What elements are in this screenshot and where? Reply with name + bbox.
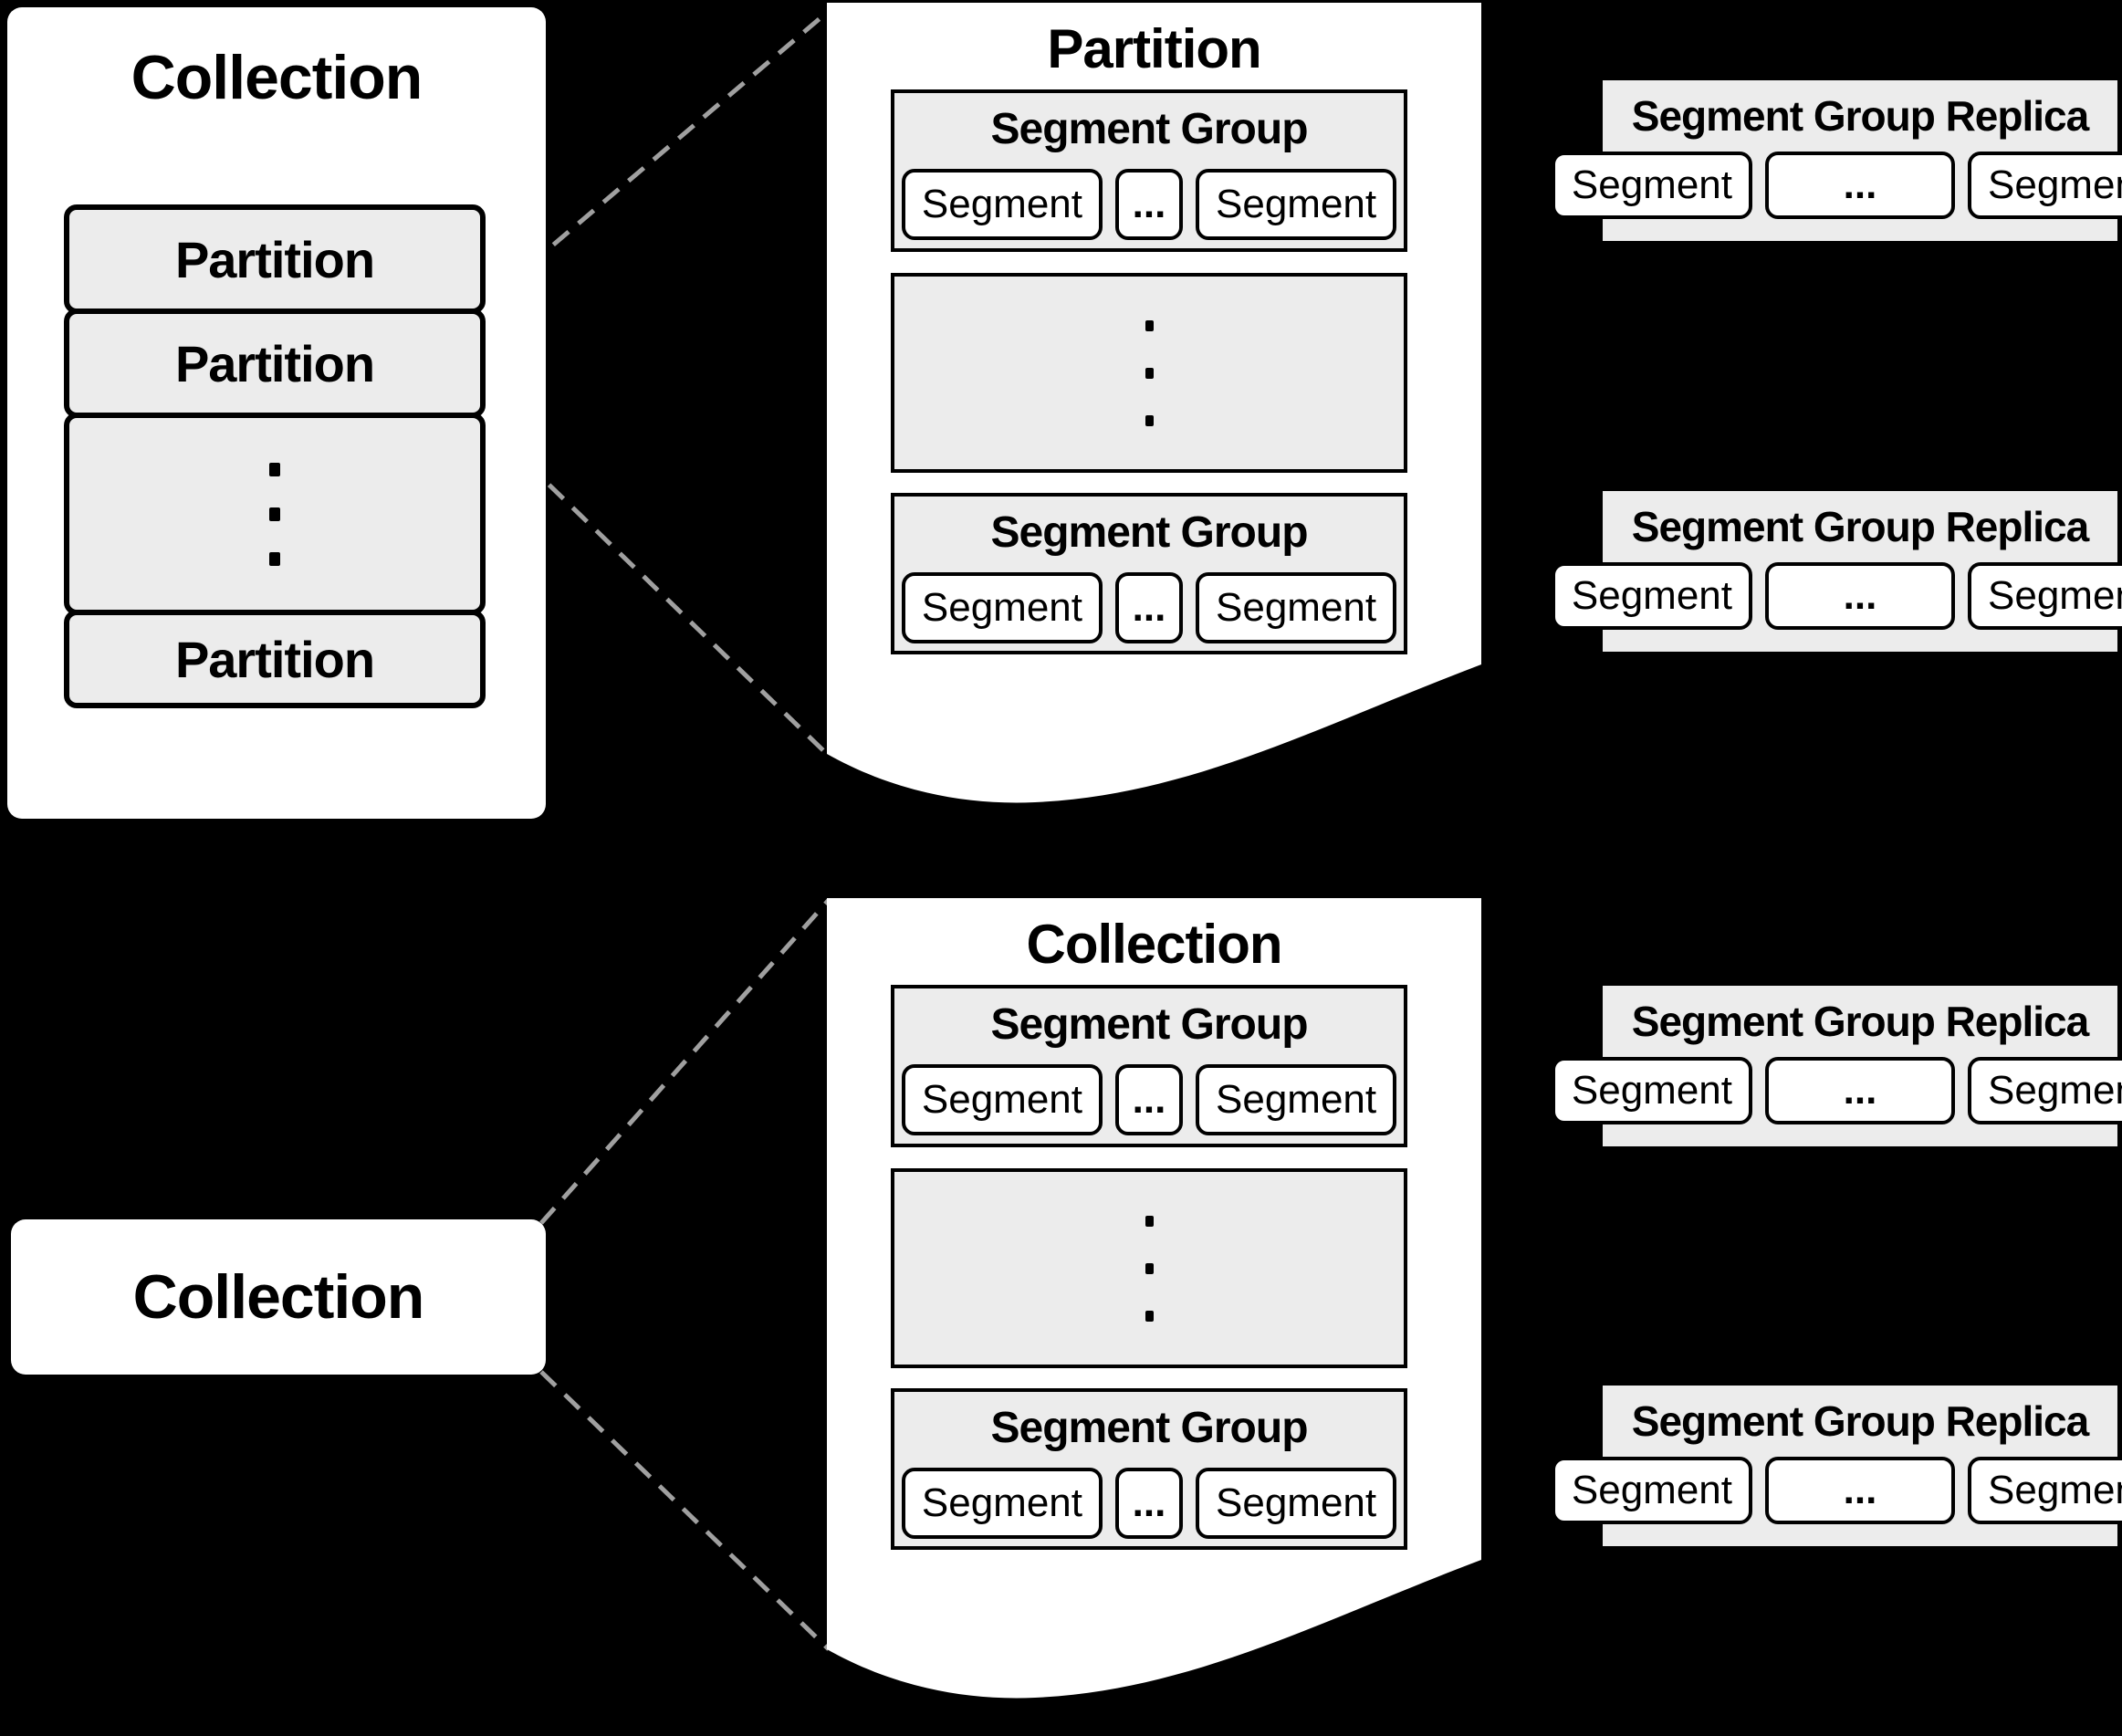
segment-box: Segment	[901, 572, 1103, 643]
segment-box: Segment	[1968, 1457, 2122, 1524]
segment-box: Segment	[1196, 572, 1397, 643]
segment-group-title: Segment Group	[990, 105, 1308, 153]
segment-box: Segment	[1551, 152, 1752, 219]
segment-ellipsis-box: ...	[1115, 169, 1183, 240]
segment-group-box: Segment Group Segment ... Segment	[891, 1388, 1407, 1550]
segment-box: Segment	[901, 1468, 1103, 1539]
segment-ellipsis-box: ...	[1765, 1057, 1955, 1124]
ellipsis-dot	[1145, 1310, 1154, 1322]
partition-row-3: Partition	[64, 610, 486, 708]
partition-row-2: Partition	[64, 309, 486, 418]
segment-box: Segment	[901, 1064, 1103, 1135]
replica-box-2: Segment Group Replica Segment ... Segmen…	[1551, 491, 2122, 652]
ellipsis-dot	[269, 551, 280, 566]
ellipsis-dot	[269, 462, 280, 476]
segment-ellipsis-box: ...	[1765, 1457, 1955, 1524]
collection-page-title: Collection	[1026, 914, 1282, 975]
collection-box-title: Collection	[131, 43, 423, 112]
partition-row-2-label: Partition	[174, 334, 375, 392]
segment-box: Segment	[1968, 152, 2122, 219]
replica-title: Segment Group Replica	[1631, 1397, 2089, 1445]
segment-box: Segment	[1968, 1057, 2122, 1124]
segment-ellipsis-box: ...	[1765, 152, 1955, 219]
segment-group-box: Segment Group Segment ... Segment	[891, 89, 1407, 252]
partition-row-3-label: Partition	[174, 630, 375, 688]
connector-collection-to-page-top	[539, 898, 831, 1225]
segment-row: Segment ... Segment	[1551, 562, 2122, 630]
connector-collection-to-page-bottom	[539, 1370, 831, 1651]
segment-group-title: Segment Group	[990, 508, 1308, 557]
segment-box: Segment	[1196, 1468, 1397, 1539]
partition-page-title: Partition	[1047, 18, 1261, 79]
segment-group-title: Segment Group	[990, 1404, 1308, 1452]
segment-ellipsis-box: ...	[1765, 562, 1955, 630]
ellipsis-dot	[1145, 367, 1154, 379]
segment-row: Segment ... Segment	[901, 572, 1397, 643]
segment-box: Segment	[1196, 169, 1397, 240]
segment-row: Segment ... Segment	[901, 1468, 1397, 1539]
segment-row: Segment ... Segment	[1551, 152, 2122, 219]
segment-box: Segment	[1551, 562, 1752, 630]
partition-row-1-label: Partition	[174, 230, 375, 288]
segment-group-ellipsis-box	[891, 1168, 1407, 1368]
partition-rows: Partition Partition Partition	[64, 204, 486, 708]
partition-page: Partition Segment Group Segment ... Segm…	[827, 3, 1481, 806]
segment-ellipsis-box: ...	[1115, 1468, 1183, 1539]
segment-group-box: Segment Group Segment ... Segment	[891, 493, 1407, 654]
ellipsis-dot	[1145, 1215, 1154, 1227]
replica-title: Segment Group Replica	[1631, 998, 2089, 1045]
replica-box-1: Segment Group Replica Segment ... Segmen…	[1551, 80, 2122, 241]
segment-row: Segment ... Segment	[1551, 1057, 2122, 1124]
collection-page-content: Collection Segment Group Segment ... Seg…	[827, 898, 1481, 1701]
replica-title: Segment Group Replica	[1631, 92, 2089, 140]
collection-page: Collection Segment Group Segment ... Seg…	[827, 898, 1481, 1701]
collection-box: Collection Partition Partition Partition	[7, 7, 546, 819]
partition-row-1: Partition	[64, 204, 486, 314]
partition-page-content: Partition Segment Group Segment ... Segm…	[827, 3, 1481, 806]
segment-group-ellipsis-box	[891, 273, 1407, 473]
segment-row: Segment ... Segment	[901, 1064, 1397, 1135]
segment-row: Segment ... Segment	[1551, 1457, 2122, 1524]
replica-box-4: Segment Group Replica Segment ... Segmen…	[1551, 1386, 2122, 1546]
segment-ellipsis-box: ...	[1115, 1064, 1183, 1135]
segment-box: Segment	[1551, 1457, 1752, 1524]
ellipsis-dot	[1145, 1262, 1154, 1274]
ellipsis-dot	[1145, 414, 1154, 426]
segment-box: Segment	[1196, 1064, 1397, 1135]
partition-ellipsis-box	[64, 413, 486, 615]
collection-bar-title: Collection	[132, 1262, 425, 1332]
segment-group-box: Segment Group Segment ... Segment	[891, 985, 1407, 1147]
segment-group-title: Segment Group	[990, 1000, 1308, 1049]
replica-box-3: Segment Group Replica Segment ... Segmen…	[1551, 986, 2122, 1146]
ellipsis-dot	[1145, 319, 1154, 331]
segment-ellipsis-box: ...	[1115, 572, 1183, 643]
segment-row: Segment ... Segment	[901, 169, 1397, 240]
segment-box: Segment	[1551, 1057, 1752, 1124]
segment-box: Segment	[901, 169, 1103, 240]
ellipsis-dot	[269, 507, 280, 521]
segment-box: Segment	[1968, 562, 2122, 630]
collection-bar: Collection	[11, 1219, 546, 1375]
replica-title: Segment Group Replica	[1631, 503, 2089, 550]
